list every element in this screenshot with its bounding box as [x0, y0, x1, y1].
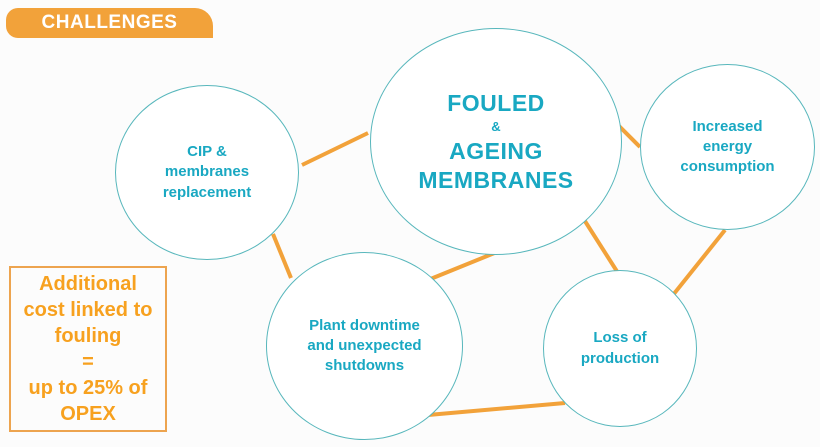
bubble-label: CIP & membranes replacement: [162, 143, 252, 201]
bubble-fouled-ageing-membranes: FOULED & AGEING MEMBRANES: [370, 28, 622, 255]
bubble-increased-energy-consumption: Increased energy consumption: [640, 64, 815, 230]
additional-cost-box: Additional cost linked to fouling = up t…: [9, 266, 167, 432]
cost-box-equals: =: [82, 351, 94, 373]
challenges-badge-label: CHALLENGES: [41, 12, 178, 33]
challenges-badge: CHALLENGES: [6, 8, 213, 38]
connector-cip-center: [301, 131, 369, 167]
bubble-label: Plant downtime and unexpected shutdowns: [307, 316, 422, 375]
cost-box-line2: up to 25% of OPEX: [28, 377, 148, 425]
bubble-cip-membranes-replacement: CIP & membranes replacement: [115, 85, 299, 260]
connector-center-downtime: [427, 250, 498, 282]
bubble-label: Increased energy consumption: [680, 117, 775, 176]
connector-center-energy: [616, 123, 642, 149]
center-bubble-line1: FOULED: [447, 89, 545, 116]
connector-cip-downtime: [271, 233, 293, 279]
bubble-label: Loss of production: [580, 329, 660, 367]
connector-center-loss: [581, 216, 620, 275]
cost-box-line1: Additional cost linked to fouling: [23, 273, 153, 347]
bubble-plant-downtime-shutdowns: Plant downtime and unexpected shutdowns: [266, 252, 463, 440]
connector-energy-loss: [671, 228, 727, 297]
center-bubble-line2: AGEING MEMBRANES: [418, 137, 574, 193]
connector-downtime-loss: [427, 401, 566, 417]
bubble-loss-of-production: Loss of production: [543, 270, 697, 427]
center-bubble-ampersand: &: [491, 119, 501, 135]
